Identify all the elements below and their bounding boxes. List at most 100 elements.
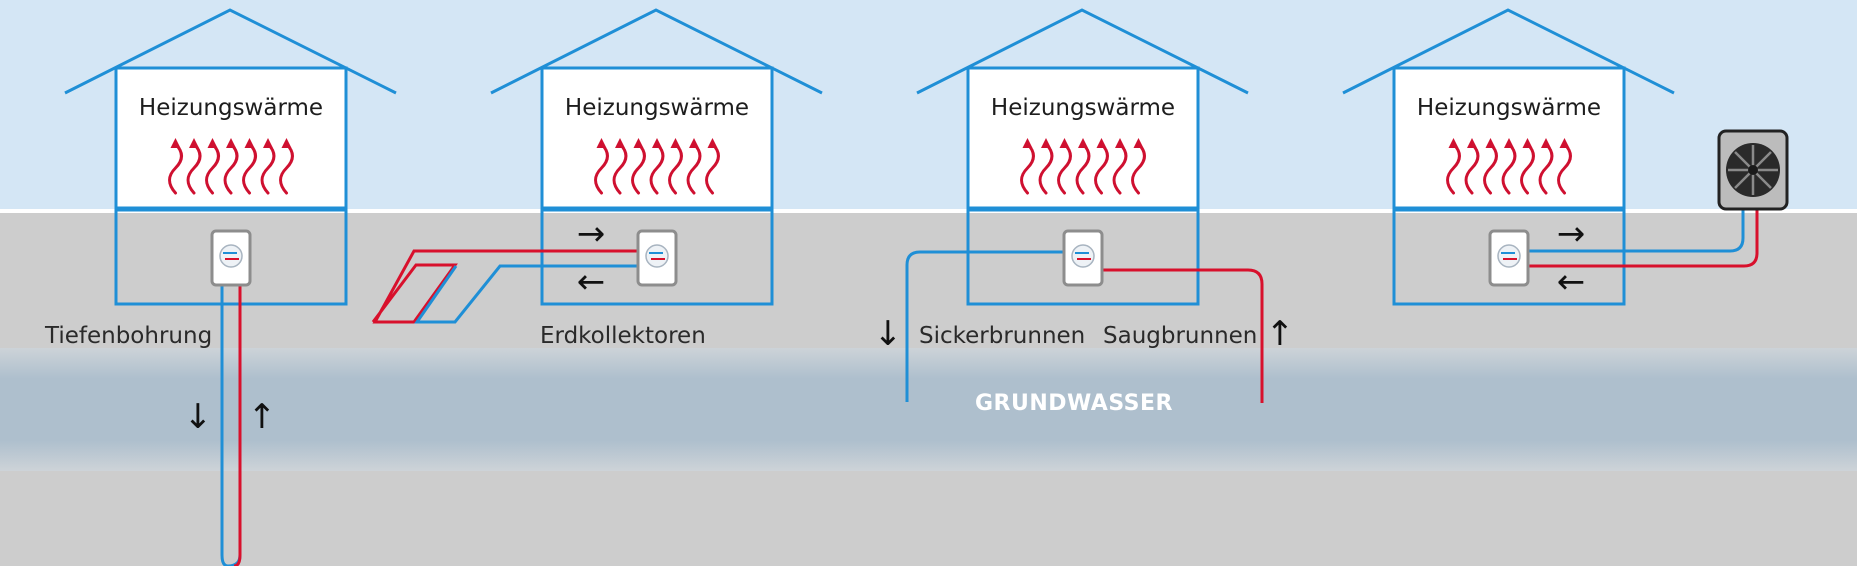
ground-line [0,209,1857,213]
heat-arrow [649,142,665,195]
heat-arrow [1057,142,1072,195]
heat-arrow-head [1041,138,1051,148]
heat-arrow-head [1504,138,1514,148]
heat-arrow-head [652,138,662,148]
heat-arrow [1464,142,1480,195]
heat-arrow [223,142,239,195]
heat-arrow-head [1448,138,1459,148]
heat-arrow [1483,142,1498,195]
basement [540,208,774,306]
heat-label: Heizungswärme [565,95,749,121]
down-arrow-icon: ↓ [184,397,213,437]
heat-arrow [279,142,294,195]
house-groundwater: Heizungswärme ↓ Sickerbrunnen Saugbrunne… [874,8,1295,416]
heat-arrow-head [670,138,681,148]
heat-label: Heizungswärme [991,95,1175,121]
basement [1392,208,1626,306]
heat-arrow [631,142,646,195]
roof [916,8,1249,95]
house-ground-collectors: Heizungswärme → ← Erdkollektoren [371,8,823,349]
heat-arrow [260,142,276,195]
heat-arrow [1557,142,1572,195]
suction-pipe [1102,268,1264,403]
groundwater-label: GRUNDWASSER [975,391,1173,416]
heat-arrow [1094,142,1109,195]
heat-arrow-head [1541,138,1551,148]
heat-pump-unit [1488,229,1530,287]
heat-arrow [168,142,183,195]
heat-arrow-head [707,138,718,148]
seepage-well-label: Sickerbrunnen [919,323,1085,349]
heat-arrow-head [1467,138,1477,148]
heat-arrow [668,142,683,195]
heat-arrow-head [1115,138,1125,148]
heat-arrow-head [1059,138,1070,148]
heat-arrow-head [1022,138,1033,148]
heat-arrow [1501,142,1517,195]
heat-arrow-head [170,138,181,148]
collector-warm-coil [371,249,638,324]
basement [114,208,348,306]
heat-arrow [1520,142,1535,195]
down-arrow-icon: ↓ [874,314,903,354]
heat-label: Heizungswärme [1417,95,1601,121]
warm-pipe [1528,208,1759,268]
roof [64,8,397,95]
heat-arrow-head [1559,138,1570,148]
right-arrow-icon: → [577,214,606,254]
basement [966,208,1200,306]
heat-pump-unit [210,229,252,287]
up-arrow-icon: ↑ [1266,314,1295,354]
heat-arrow [205,142,220,195]
heat-arrows [594,138,720,195]
left-arrow-icon: ← [577,262,606,302]
ground-collectors-label: Erdkollektoren [540,323,706,349]
heat-arrows [1446,138,1572,195]
heat-arrow [186,142,202,195]
right-arrow-icon: → [1557,214,1586,254]
heat-arrow [1131,142,1146,195]
heat-pump-unit [1062,229,1104,287]
left-arrow-icon: ← [1557,262,1586,302]
heat-arrow-head [633,138,644,148]
heat-arrow-head [1078,138,1088,148]
heat-arrow-head [207,138,218,148]
heat-arrow-head [189,138,199,148]
heat-arrow-head [689,138,699,148]
heat-arrow-head [1096,138,1107,148]
heat-arrow [1020,142,1035,195]
heat-arrow-head [244,138,255,148]
roof [490,8,823,95]
heat-arrow-head [596,138,607,148]
heat-arrow [594,142,609,195]
cold-pipe [1528,208,1745,253]
heat-arrow [1075,142,1091,195]
house-air-source: Heizungswärme → ← [1342,8,1789,306]
suction-well-label: Saugbrunnen [1103,323,1257,349]
heat-arrow [1112,142,1128,195]
heat-arrows [1020,138,1146,195]
heat-pump-unit [636,229,678,287]
heat-arrow [1038,142,1054,195]
outdoor-fan-unit [1717,129,1789,211]
heat-arrow-head [1522,138,1533,148]
heat-arrow [1538,142,1554,195]
up-arrow-icon: ↑ [248,397,277,437]
groundwater-layer [0,348,1857,471]
heat-arrow [612,142,628,195]
deep-drilling-label: Tiefenbohrung [44,323,212,349]
heat-arrow-head [615,138,625,148]
heat-arrow-head [281,138,292,148]
heat-label: Heizungswärme [139,95,323,121]
seepage-pipe [905,250,1064,402]
collector-cold-coil [414,264,638,324]
heat-arrows [168,138,294,195]
heat-arrow [705,142,720,195]
heat-arrow [242,142,257,195]
heat-arrow-head [1133,138,1144,148]
heat-arrow [1446,142,1461,195]
heat-arrow-head [263,138,273,148]
house-deep-drilling: Heizungswärme Tiefenbohrung ↓ ↑ [44,8,397,566]
